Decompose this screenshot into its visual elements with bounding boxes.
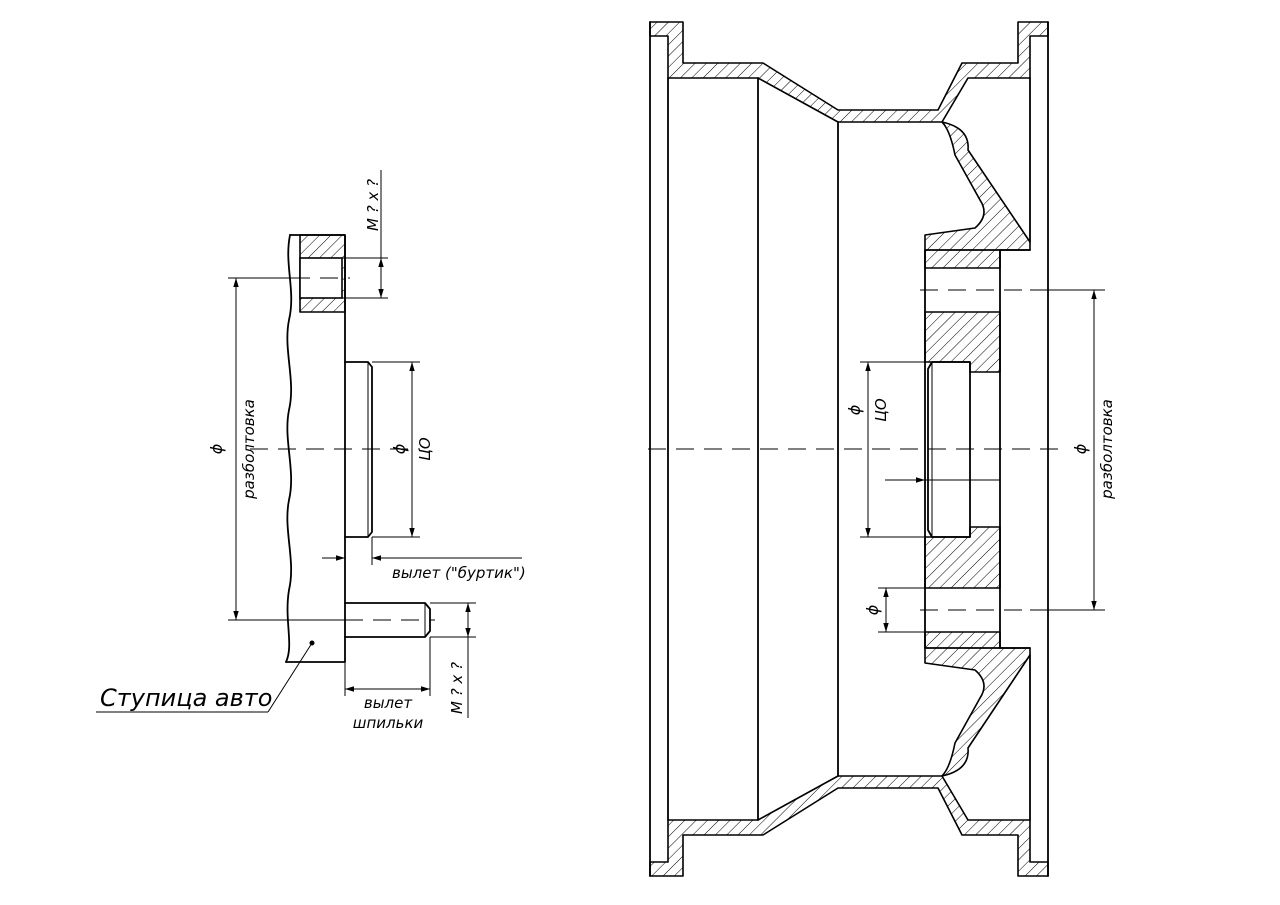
wheel-rim-left-top <box>649 21 1049 123</box>
hub-lip-offset-label: вылет ("буртик") <box>392 564 526 582</box>
wheel-hub-block-upper <box>924 311 1001 373</box>
hub-bolt-circle-symbol: ϕ <box>207 443 226 454</box>
wheel-bolt-circle-symbol: ϕ <box>1071 443 1090 454</box>
hub-thread-bottom-label: M ? x ? <box>448 662 466 714</box>
wheel-center-bore-symbol: ϕ <box>845 404 864 415</box>
wheel-bolt-hole-symbol: ϕ <box>863 604 882 615</box>
hub-bolt-circle-label: разболтовка <box>240 399 258 500</box>
hub-center-bore-symbol: ϕ <box>390 443 409 454</box>
hub-stud-offset-label-2: шпильки <box>353 714 424 732</box>
hub-center-bore-label: ЦО <box>416 437 434 461</box>
wheel-disc-bottom <box>924 647 1031 777</box>
wheel-center-bore-label: ЦО <box>872 398 890 422</box>
wheel-hub-block-top <box>924 249 1001 269</box>
wheel-view: ϕ ЦО ϕ разболтовка ϕ <box>648 21 1116 877</box>
hub-thread-top-label: M ? x ? <box>364 179 382 231</box>
hub-break-line <box>285 234 293 663</box>
hub-title: Ступица авто <box>100 684 272 712</box>
hub-stud-offset-label-1: вылет <box>364 694 413 712</box>
wheel-bolt-circle-label: разболтовка <box>1098 399 1116 500</box>
wheel-rim-left-bottom <box>649 775 1049 877</box>
wheel-disc-top <box>924 121 1031 251</box>
hub-view: ϕ разболтовка ϕ ЦО M ? x ? вылет ("бурти… <box>96 170 526 732</box>
wheel-hub-block-bottom <box>924 631 1001 649</box>
